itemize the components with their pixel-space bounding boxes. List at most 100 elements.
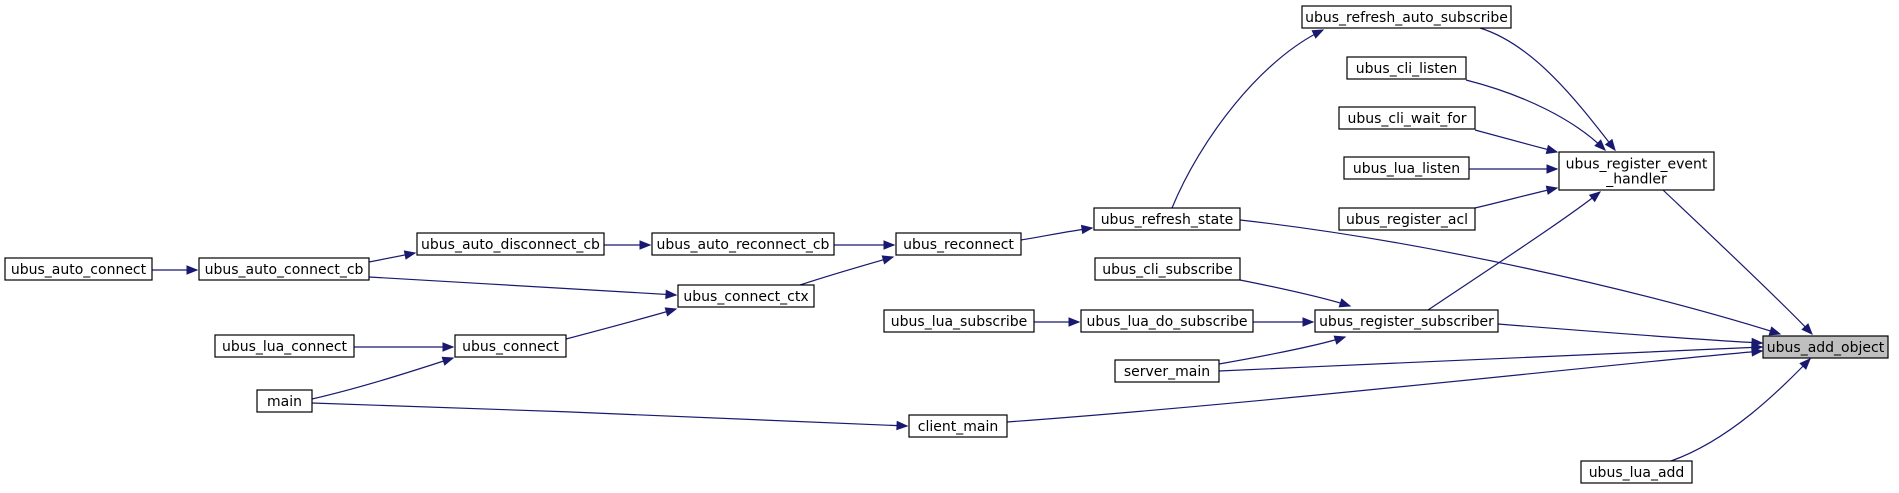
edge-line [1497, 323, 1763, 344]
node-ubus-lua-add[interactable]: ubus_lua_add [1580, 460, 1693, 484]
node-ubus-lua-subscribe[interactable]: ubus_lua_subscribe [883, 309, 1035, 333]
edge-ubus_reconnect-to-ubus_refresh_state [1020, 224, 1094, 241]
edge-ubus_lua_listen-to-ubus_register_event_handler [1468, 164, 1559, 174]
edge-line [1474, 187, 1558, 209]
edge-ubus_lua_connect-to-ubus_connect [353, 342, 455, 352]
node-box [1094, 257, 1241, 281]
arrowhead-icon [881, 255, 895, 265]
node-ubus-auto-connect[interactable]: ubus_auto_connect [4, 257, 153, 281]
arrowhead-icon [883, 240, 896, 250]
arrowhead-icon [1333, 335, 1347, 345]
edge-ubus_lua_subscribe-to-ubus_lua_do_subscribe [1034, 317, 1081, 327]
edge-line [368, 276, 677, 296]
edge-main-to-ubus_connect [311, 356, 455, 400]
edge-line [1465, 79, 1606, 151]
node-box [416, 232, 605, 256]
node-ubus-auto-connect-cb[interactable]: ubus_auto_connect_cb [198, 257, 370, 281]
edge-line [1218, 336, 1346, 365]
node-box [1338, 106, 1476, 130]
node-ubus-lua-connect[interactable]: ubus_lua_connect [214, 334, 355, 358]
node-label: ubus_refresh_state [1101, 212, 1234, 228]
edge-ubus_lua_add-to-ubus_add_object [1670, 358, 1811, 462]
node-label: ubus_lua_subscribe [891, 314, 1027, 330]
node-label: ubus_lua_listen [1353, 161, 1460, 177]
node-label: ubus_lua_connect [222, 339, 348, 355]
edge-ubus_cli_listen-to-ubus_register_event_handler [1465, 79, 1606, 151]
node-ubus-cli-subscribe[interactable]: ubus_cli_subscribe [1094, 257, 1241, 281]
edge-ubus_auto_reconnect_cb-to-ubus_reconnect [834, 240, 896, 250]
edge-ubus_refresh_auto_subscribe-to-ubus_register_event_handler [1479, 27, 1616, 152]
node-box [1558, 151, 1715, 191]
node-server-main[interactable]: server_main [1114, 359, 1220, 383]
arrowhead-icon [442, 342, 455, 352]
arrowhead-icon [1594, 139, 1606, 151]
arrowhead-icon [1799, 358, 1811, 370]
edge-ubus_connect-to-ubus_connect_ctx [565, 307, 678, 340]
arrowhead-icon [1768, 326, 1782, 336]
node-label: ubus_cli_listen [1356, 61, 1457, 77]
node-box [1338, 207, 1476, 231]
node-box [4, 257, 153, 281]
edge-line [1239, 219, 1781, 335]
node-ubus-reconnect[interactable]: ubus_reconnect [895, 232, 1022, 256]
edge-ubus_register_subscriber-to-ubus_register_event_handler [1427, 191, 1602, 311]
edge-line [1218, 346, 1763, 372]
node-ubus-connect[interactable]: ubus_connect [454, 334, 567, 358]
node-label: ubus_reconnect [903, 237, 1014, 253]
node-label: ubus_register_subscriber [1319, 314, 1494, 330]
edge-line [1239, 279, 1351, 307]
edge-ubus_refresh_state-to-ubus_refresh_auto_subscribe [1171, 29, 1325, 209]
node-ubus-lua-do-subscribe[interactable]: ubus_lua_do_subscribe [1080, 309, 1254, 333]
edge-line [1670, 358, 1811, 462]
node-ubus-cli-wait-for[interactable]: ubus_cli_wait_for [1338, 106, 1476, 130]
edge-ubus_auto_connect_cb-to-ubus_connect_ctx [368, 276, 678, 300]
node-main[interactable]: main [256, 389, 313, 413]
node-ubus-register-event-handler[interactable]: ubus_register_event_handler [1558, 151, 1715, 191]
arrowhead-icon [665, 289, 678, 300]
node-box [1080, 309, 1254, 333]
node-box [1314, 309, 1499, 333]
node-box [908, 414, 1008, 438]
nodes-layer: ubus_add_object ubus_lua_add ubus_register… [4, 5, 1889, 484]
edge-ubus_auto_connect_cb-to-ubus_auto_disconnect_cb [368, 250, 417, 263]
node-box [1093, 207, 1241, 231]
node-label: ubus_auto_reconnect_cb [657, 237, 830, 253]
edge-ubus_auto_disconnect_cb-to-ubus_auto_reconnect_cb [604, 240, 652, 250]
node-label: ubus_refresh_auto_subscribe [1305, 10, 1508, 26]
node-ubus-cli-listen[interactable]: ubus_cli_listen [1346, 56, 1467, 80]
node-ubus-lua-listen[interactable]: ubus_lua_listen [1343, 156, 1470, 180]
node-ubus-refresh-auto-subscribe[interactable]: ubus_refresh_auto_subscribe [1301, 5, 1512, 29]
edges-layer [152, 27, 1813, 462]
node-client-main[interactable]: client_main [908, 414, 1008, 438]
edge-ubus_register_acl-to-ubus_register_event_handler [1474, 185, 1559, 209]
node-ubus-register-subscriber[interactable]: ubus_register_subscriber [1314, 309, 1499, 333]
node-label: main [267, 394, 302, 410]
edge-line [799, 256, 894, 286]
node-label: ubus_add_object [1767, 340, 1885, 356]
node-ubus-add-object[interactable]: ubus_add_object [1762, 335, 1889, 359]
node-box [1580, 460, 1693, 484]
node-label: ubus_auto_connect [11, 262, 147, 278]
node-label: ubus_cli_wait_for [1347, 111, 1466, 127]
node-ubus-register-acl[interactable]: ubus_register_acl [1338, 207, 1476, 231]
arrowhead-icon [1801, 323, 1813, 335]
edge-main-to-client_main [311, 402, 909, 431]
node-ubus-auto-reconnect-cb[interactable]: ubus_auto_reconnect_cb [651, 232, 835, 256]
node-ubus-auto-disconnect-cb[interactable]: ubus_auto_disconnect_cb [416, 232, 605, 256]
arrowhead-icon [1545, 144, 1559, 154]
node-box [1343, 156, 1470, 180]
node-label: ubus_connect_ctx [683, 289, 808, 305]
arrowhead-icon [1546, 164, 1559, 174]
arrowhead-icon [896, 420, 909, 431]
node-box [677, 284, 815, 308]
edge-ubus_connect_ctx-to-ubus_reconnect [799, 255, 895, 286]
edge-line [1479, 27, 1616, 151]
edge-client_main-to-ubus_add_object [1006, 347, 1764, 423]
node-ubus-refresh-state[interactable]: ubus_refresh_state [1093, 207, 1241, 231]
arrowhead-icon [1311, 29, 1325, 39]
arrowhead-icon [441, 356, 455, 366]
node-ubus-connect-ctx[interactable]: ubus_connect_ctx [677, 284, 815, 308]
node-label: ubus_lua_do_subscribe [1087, 314, 1248, 330]
edge-ubus_lua_do_subscribe-to-ubus_register_subscriber [1253, 317, 1315, 327]
arrowhead-icon [664, 307, 678, 317]
